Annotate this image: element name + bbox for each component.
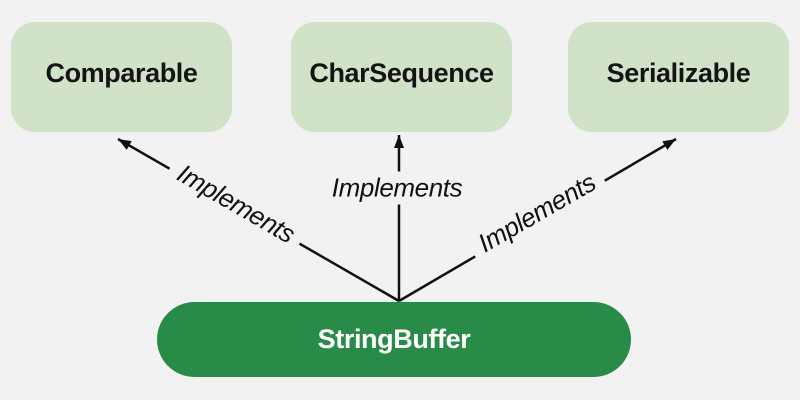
interface-box-serializable: Serializable [568, 22, 789, 132]
interface-box-charsequence: CharSequence [291, 22, 512, 132]
class-box-stringbuffer: StringBuffer [157, 302, 631, 377]
interface-box-charsequence-label: CharSequence [309, 57, 494, 88]
class-box-stringbuffer-label: StringBuffer [317, 324, 471, 354]
interface-box-comparable-label: Comparable [45, 57, 198, 88]
edge-label-implements-middle: Implements [321, 171, 473, 205]
interface-box-comparable: Comparable [11, 22, 232, 132]
interface-box-serializable-label: Serializable [606, 57, 751, 88]
